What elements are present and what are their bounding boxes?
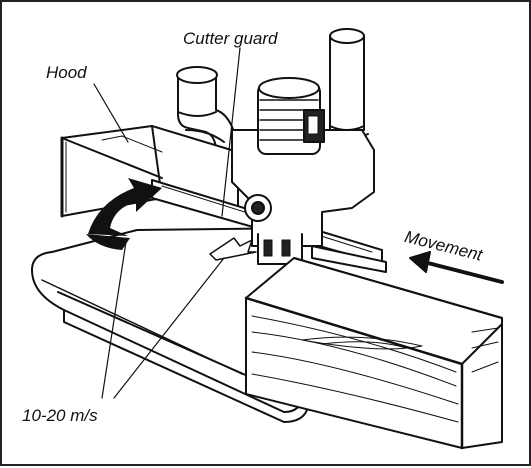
leader-lines [93, 47, 241, 399]
air-speed-label: 10-20 m/s [22, 406, 98, 425]
timber-workpiece [244, 257, 503, 450]
cutter-guard-label: Cutter guard [183, 29, 278, 48]
air-flow-arrow-large [86, 178, 162, 250]
hood-label: Hood [46, 63, 87, 82]
motor-unit [231, 77, 375, 265]
right-exhaust-duct [329, 28, 369, 139]
fence [311, 245, 387, 273]
movement-arrow [409, 251, 504, 284]
air-flow-arrow-small [209, 237, 257, 261]
